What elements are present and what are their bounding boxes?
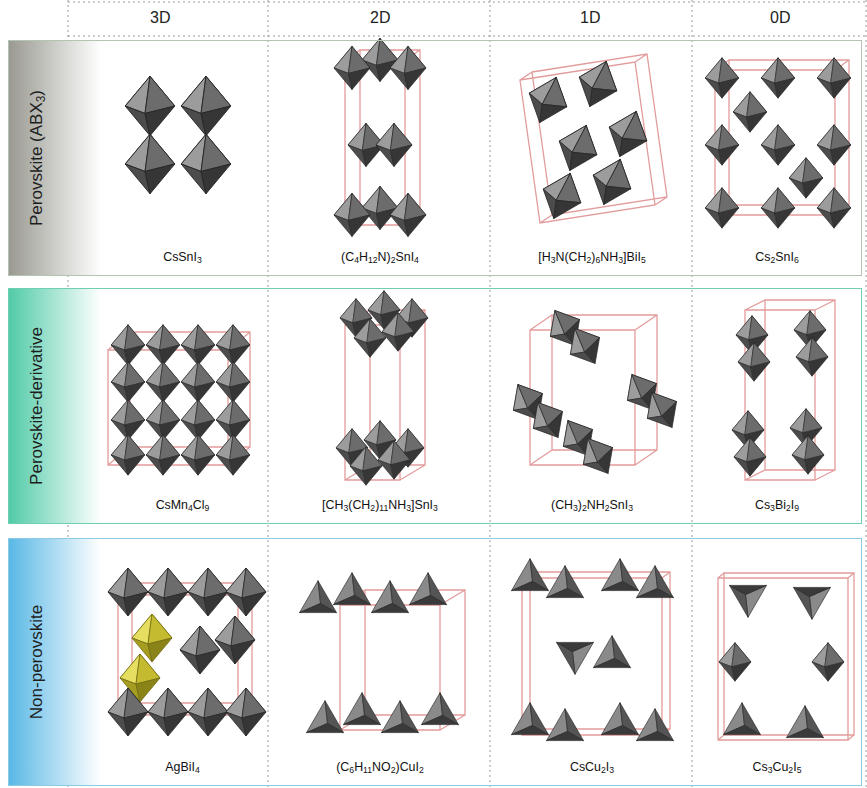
formula-label: [H3N(CH2)6NH3]BiI5 (491, 250, 693, 264)
subscript: 3 (406, 503, 411, 513)
subscript: 11 (363, 765, 372, 775)
subscript: 4 (414, 255, 419, 265)
formula-label: AgBiI4 (96, 760, 269, 774)
subscript: 2 (786, 503, 791, 513)
subscript: 4 (188, 503, 193, 513)
structure-cell: Cs3Cu2I5 (693, 539, 861, 785)
subscript: 9 (205, 503, 210, 513)
structure-cell: Cs3Bi2I9 (693, 289, 861, 523)
structure-cell: AgBiI4 (96, 539, 269, 785)
subscript: 2 (605, 503, 610, 513)
subscript: 6 (595, 255, 600, 265)
subscript: 9 (794, 503, 799, 513)
category-panel: Perovskite (ABX3) CsSnI3(C4H12N)2SnI4[H3N… (8, 40, 862, 276)
subscript: 5 (797, 765, 802, 775)
formula-label: Cs3Bi2I9 (693, 498, 861, 512)
dimension-header: 0D (770, 9, 790, 27)
structure-cell: (C4H12N)2SnI4 (269, 41, 491, 275)
subscript: 3 (618, 255, 623, 265)
subscript: 6 (794, 255, 799, 265)
subscript: 2 (582, 503, 587, 513)
subscript: 3 (197, 255, 202, 265)
formula-label: [CH3(CH2)11NH3]SnI3 (269, 498, 491, 512)
row-label: Perovskite-derivative (27, 327, 47, 485)
subscript: 3 (573, 503, 578, 513)
subscript: 2 (601, 765, 606, 775)
formula-label: (C6H11NO2)CuI2 (269, 760, 491, 774)
subscript: 4 (195, 765, 200, 775)
dimension-header: 1D (580, 9, 600, 27)
structure-cell: (CH3)2NH2SnI3 (491, 289, 693, 523)
structure-cell: [CH3(CH2)11NH3]SnI3 (269, 289, 491, 523)
subscript: 3 (768, 765, 773, 775)
subscript: 5 (641, 255, 646, 265)
formula-label: CsMn4Cl9 (96, 498, 269, 512)
structure-cell: (C6H11NO2)CuI2 (269, 539, 491, 785)
subscript: 4 (354, 255, 359, 265)
structure-cell: Cs2SnI6 (693, 41, 861, 275)
subscript: 6 (349, 765, 354, 775)
subscript: 3 (551, 255, 556, 265)
formula-label: CsSnI3 (96, 250, 269, 264)
subscript: 3 (433, 503, 438, 513)
category-panel: Perovskite-derivativeCsMn4Cl9[CH3(CH2)11… (8, 288, 862, 524)
subscript: 2 (788, 765, 793, 775)
subscript: 2 (370, 503, 375, 513)
subscript: 3 (628, 503, 633, 513)
row-label: Non-perovskite (27, 605, 47, 719)
subscript: 3 (34, 96, 48, 103)
subscript: 2 (391, 255, 396, 265)
category-panel: Non-perovskiteAgBiI4(C6H11NO2)CuI2CsCu2I… (8, 538, 862, 786)
structure-cell: CsSnI3 (96, 41, 269, 275)
formula-label: Cs2SnI6 (693, 250, 861, 264)
formula-label: (CH3)2NH2SnI3 (491, 498, 693, 512)
dimension-header: 3D (150, 9, 170, 27)
subscript: 3 (343, 503, 348, 513)
subscript: 11 (379, 503, 388, 513)
subscript: 2 (419, 765, 424, 775)
subscript: 3 (609, 765, 614, 775)
structure-cell: CsCu2I3 (491, 539, 693, 785)
formula-label: CsCu2I3 (491, 760, 693, 774)
subscript: 2 (586, 255, 591, 265)
structure-cell: CsMn4Cl9 (96, 289, 269, 523)
formula-label: Cs3Cu2I5 (693, 760, 861, 774)
subscript: 2 (770, 255, 775, 265)
row-label: Perovskite (ABX3) (27, 90, 47, 226)
structure-cell: [H3N(CH2)6NH3]BiI5 (491, 41, 693, 275)
subscript: 2 (391, 765, 396, 775)
subscript: 12 (368, 255, 378, 265)
subscript: 3 (770, 503, 775, 513)
formula-label: (C4H12N)2SnI4 (269, 250, 491, 264)
dimension-header: 2D (370, 9, 390, 27)
